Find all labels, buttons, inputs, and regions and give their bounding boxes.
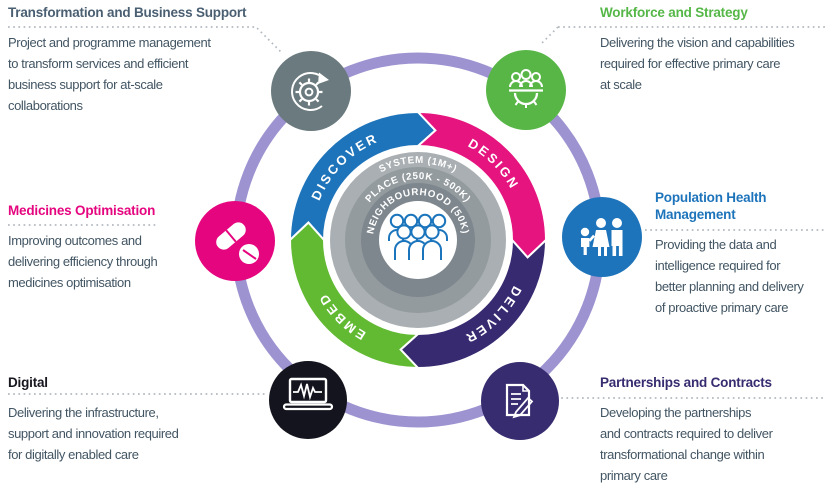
block-title: Medicines Optimisation: [8, 203, 156, 218]
body-line: transformational change within: [600, 447, 765, 462]
body-line: Delivering the infrastructure,: [8, 405, 159, 420]
block-title: Population Health Management: [655, 190, 767, 222]
cycle-arrow-ring: [288, 110, 548, 370]
body-line: for digitally enabled care: [8, 447, 139, 462]
family-icon: [580, 218, 623, 256]
body-line: delivering efficiency through: [8, 254, 158, 269]
info-block-transformation: Transformation and Business Support Proj…: [8, 4, 280, 116]
block-body: Improving outcomes and delivering effici…: [8, 230, 218, 293]
crowd-front-row: [394, 224, 442, 260]
team-gear-icon: [509, 69, 543, 108]
block-body: Delivering the vision and capabilities r…: [600, 32, 828, 95]
partnerships-icon-badge: [481, 362, 559, 440]
body-line: of proactive primary care: [655, 300, 789, 315]
body-line: at scale: [600, 77, 642, 92]
body-line: to transform services and efficient: [8, 56, 189, 71]
block-title: Digital: [8, 375, 48, 390]
block-body: Developing the partnerships and contract…: [600, 402, 828, 486]
body-line: intelligence required for: [655, 258, 781, 273]
block-title: Workforce and Strategy: [600, 5, 748, 20]
badge-circle: [269, 361, 347, 439]
body-line: better planning and delivery: [655, 279, 804, 294]
pills-icon: [216, 222, 259, 264]
digital-icon-badge: [269, 361, 347, 439]
body-line: collaborations: [8, 98, 83, 113]
body-line: Providing the data and: [655, 237, 777, 252]
info-block-digital: Digital Delivering the infrastructure, s…: [8, 374, 280, 465]
contract-pen-icon: [505, 383, 534, 419]
transformation-icon-badge: [271, 51, 351, 131]
body-line: Developing the partnerships: [600, 405, 752, 420]
badge-circle: [481, 362, 559, 440]
block-body: Delivering the infrastructure, support a…: [8, 402, 280, 465]
laptop-heartbeat-icon: [282, 377, 334, 411]
medicines-icon-badge: [195, 201, 275, 281]
block-title: Transformation and Business Support: [8, 5, 247, 20]
gear-refresh-icon: [291, 72, 329, 111]
workforce-icon-badge: [486, 50, 566, 130]
body-line: Delivering the vision and capabilities: [600, 35, 795, 50]
body-line: Improving outcomes and: [8, 233, 142, 248]
info-block-workforce: Workforce and Strategy Delivering the vi…: [600, 4, 828, 95]
arrow-segment-embed: [288, 221, 421, 370]
block-title: Partnerships and Contracts: [600, 375, 772, 390]
people-crowd-icon: [388, 213, 448, 260]
badge-circle: [271, 51, 351, 131]
info-block-population: Population Health Management Providing t…: [655, 189, 828, 318]
body-line: medicines optimisation: [8, 275, 131, 290]
body-line: primary care: [600, 468, 668, 483]
dotted-connector-lines: [8, 26, 826, 399]
info-block-partnerships: Partnerships and Contracts Developing th…: [600, 374, 828, 486]
block-body: Providing the data and intelligence requ…: [655, 234, 828, 318]
body-line: support and innovation required: [8, 426, 179, 441]
info-block-medicines: Medicines Optimisation Improving outcome…: [8, 202, 218, 293]
body-line: and contracts required to deliver: [600, 426, 773, 441]
body-line: business support for at-scale: [8, 77, 163, 92]
population-icon-badge: [562, 197, 642, 277]
body-line: Project and programme management: [8, 35, 211, 50]
dotted-line-workforce: [540, 26, 826, 45]
body-line: required for effective primary care: [600, 56, 781, 71]
block-body: Project and programme management to tran…: [8, 32, 280, 116]
